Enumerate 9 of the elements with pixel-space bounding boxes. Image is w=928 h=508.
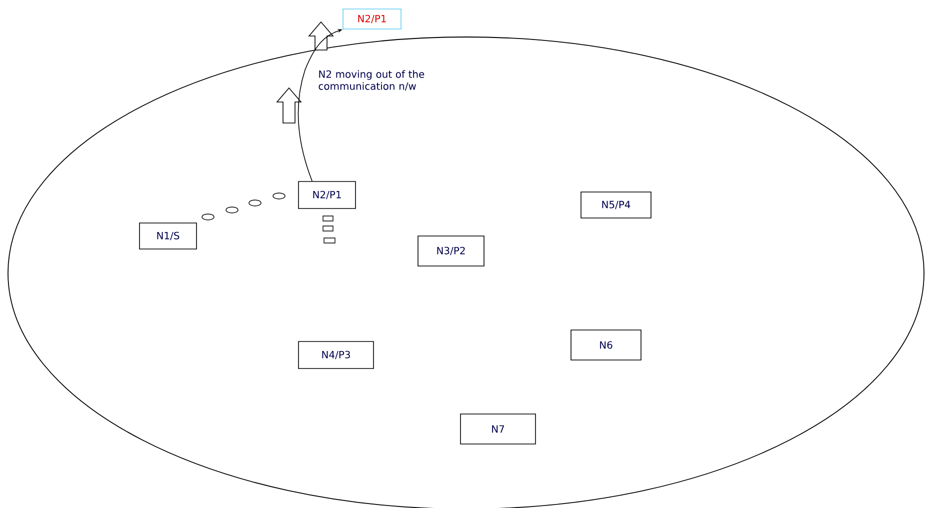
node-box: N5/P4 bbox=[580, 192, 652, 218]
node-box: N2/P1 bbox=[298, 181, 356, 209]
node-box: N3/P2 bbox=[418, 236, 484, 266]
node-box: N7 bbox=[460, 414, 536, 444]
node-box: N6 bbox=[570, 330, 642, 360]
caption-text: N2 moving out of the communication n/w bbox=[318, 70, 424, 91]
node-box: N4/P3 bbox=[298, 341, 374, 369]
node-box: N1/S bbox=[139, 222, 197, 250]
node-box: N2/P1 bbox=[342, 8, 402, 30]
